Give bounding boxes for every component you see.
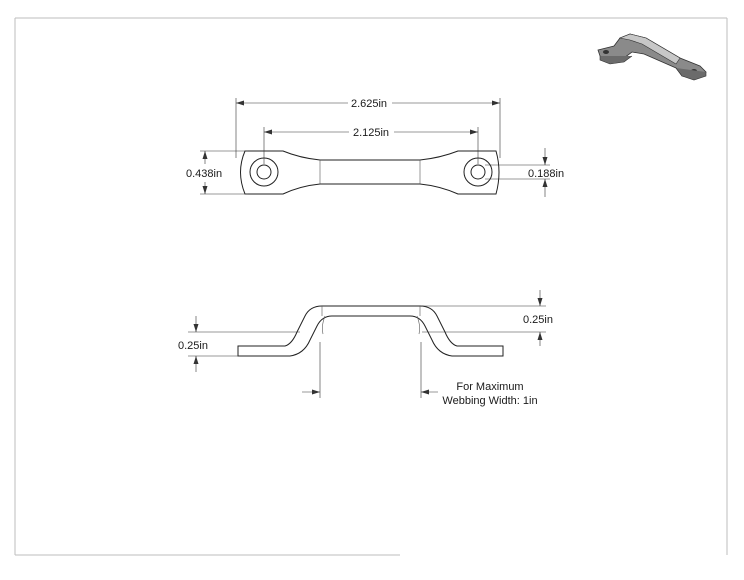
dim-overall-length-label: 2.625in	[351, 98, 387, 110]
dim-end-width	[200, 150, 248, 195]
dim-end-width-label: 0.438in	[186, 168, 222, 180]
dim-side-height	[188, 316, 300, 372]
dim-overall-length	[235, 98, 501, 158]
dim-hole-diameter-label: 0.188in	[528, 168, 564, 180]
dim-side-thickness	[422, 290, 546, 346]
dim-webbing-width	[302, 342, 438, 398]
dim-hole-spacing	[263, 127, 479, 164]
dim-side-height-label: 0.25in	[178, 340, 208, 352]
sheet-border	[14, 17, 728, 556]
webbing-note-line2: Webbing Width: 1in	[442, 395, 537, 407]
webbing-note-line1: For Maximum	[456, 381, 523, 393]
strap-loop-3d-icon	[597, 33, 707, 81]
dim-side-thickness-label: 0.25in	[523, 314, 553, 326]
dim-hole-spacing-label: 2.125in	[353, 127, 389, 139]
side-view-part	[237, 305, 504, 357]
dim-hole-diameter	[485, 148, 550, 197]
top-view-part	[240, 150, 500, 195]
